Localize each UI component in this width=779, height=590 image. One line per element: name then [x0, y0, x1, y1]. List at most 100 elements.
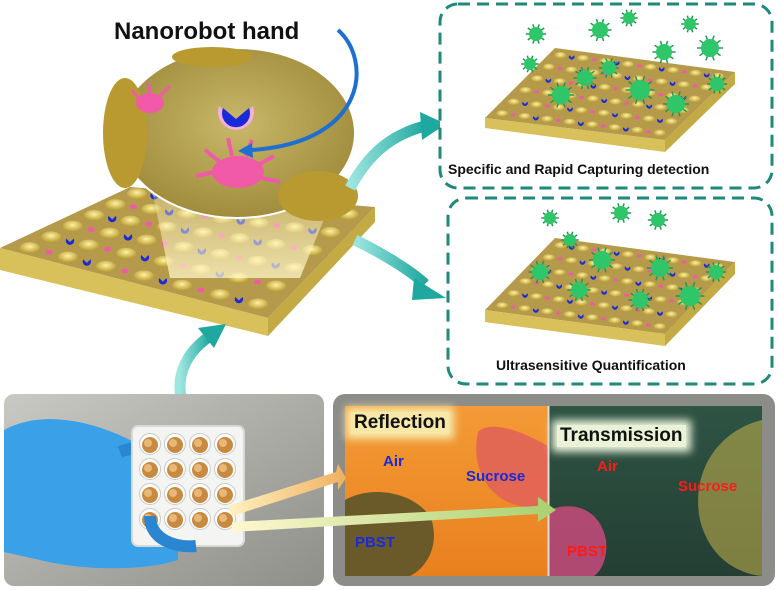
sucrose-droplet-transmission [698, 420, 762, 576]
chip-well [608, 124, 621, 131]
capture-caption: Specific and Rapid Capturing detection [448, 161, 710, 177]
well-highlight [194, 439, 202, 447]
chip-well [496, 110, 509, 117]
cell-icon [647, 269, 653, 273]
cell-icon [45, 249, 53, 255]
cell-icon [557, 66, 563, 71]
chip-well [507, 98, 520, 106]
chip-well [631, 320, 644, 327]
cell-icon [253, 279, 261, 285]
antibody-icon [522, 293, 528, 298]
chip-well [621, 60, 634, 68]
cell-icon [600, 317, 606, 321]
quant-caption: Ultrasensitive Quantification [496, 357, 686, 373]
chip-well [120, 215, 141, 227]
chip-well [688, 95, 701, 103]
antibody-icon [623, 320, 629, 325]
well-highlight [169, 439, 177, 447]
cell-icon [613, 278, 619, 282]
antibody-icon [657, 311, 663, 316]
well-highlight [219, 514, 227, 522]
chip-well [519, 278, 532, 285]
chip-well [576, 272, 589, 279]
cell-icon [568, 272, 574, 276]
antibody-icon [556, 284, 562, 289]
chip-well [653, 129, 666, 137]
antibody-icon [703, 73, 710, 78]
chip-well [78, 239, 99, 251]
title-pointer-arrow [251, 28, 359, 152]
cell-icon [130, 81, 172, 113]
chip-well [541, 115, 554, 123]
well-highlight [144, 439, 152, 447]
cell-icon [635, 115, 640, 119]
virus-icon [681, 15, 699, 33]
reflection-label: Reflection [351, 412, 449, 434]
chip-well [542, 63, 555, 71]
chip-well [621, 278, 634, 285]
chip-well [530, 293, 543, 300]
antibody-icon [590, 84, 597, 89]
cell-icon [197, 287, 205, 293]
well-highlight [169, 464, 177, 472]
arrow-to-capture-head [420, 112, 446, 140]
chip-well [644, 63, 657, 71]
well-highlight [144, 489, 152, 497]
chip-well [57, 251, 78, 263]
chip-well [576, 245, 589, 252]
chip-well [565, 66, 578, 74]
title-pointer-head [238, 143, 253, 158]
cell-icon [87, 227, 95, 233]
antibody-icon [612, 112, 618, 118]
chip-well [247, 298, 268, 310]
chip-well [620, 112, 633, 120]
well-highlight [219, 439, 227, 447]
cell-icon [557, 257, 563, 261]
arrow-to-reflection [228, 464, 346, 516]
arrow-photo-to-chip-head [198, 324, 226, 348]
cell-icon [645, 129, 651, 134]
virus-icon [705, 262, 727, 282]
virus-icon [646, 255, 674, 281]
glove-finger [144, 515, 197, 553]
virus-icon [525, 24, 547, 44]
chip-well [552, 104, 565, 111]
chip-well [689, 69, 702, 77]
well-highlight [194, 464, 202, 472]
virus-icon [561, 231, 579, 249]
chip-well [95, 260, 116, 272]
virus-icon [628, 288, 652, 312]
virus-icon [647, 210, 669, 230]
antibody-icon [658, 67, 665, 72]
virus-icon [652, 40, 676, 64]
chip-well [541, 281, 554, 288]
antibody-icon [567, 299, 573, 304]
chip-well [519, 86, 532, 94]
chip-well [666, 257, 679, 264]
chip-well [576, 55, 589, 62]
pbst-droplet-transmission [549, 506, 607, 576]
cell-icon [534, 90, 540, 94]
well-highlight [169, 514, 177, 522]
zoom-circle [103, 47, 358, 221]
antibody-icon [568, 245, 575, 250]
chip-well [586, 314, 599, 321]
cell-icon [555, 118, 561, 123]
capture-viruses [521, 9, 728, 117]
cell-icon [669, 299, 675, 303]
chip-well [563, 118, 576, 126]
chip-well [608, 317, 621, 324]
chip-well [655, 78, 668, 85]
chip-well [654, 104, 667, 111]
arrow-to-quant-head [412, 278, 446, 300]
chip-well [665, 311, 678, 318]
chip-well [553, 78, 566, 85]
zoom-well-top [172, 47, 252, 67]
antibody-icon [533, 308, 539, 313]
chip-well [665, 118, 678, 125]
chip-well [632, 266, 645, 273]
virus-icon [547, 82, 575, 108]
chip-well [62, 220, 83, 232]
cell-icon [681, 70, 687, 74]
